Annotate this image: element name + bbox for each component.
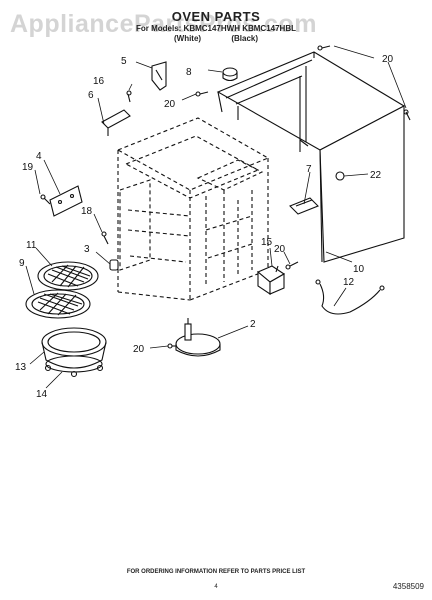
callout-18: 18 xyxy=(81,206,93,217)
callout-10: 10 xyxy=(353,264,365,275)
cover-plate xyxy=(289,197,319,215)
callout-7: 7 xyxy=(306,164,312,175)
callout-19: 19 xyxy=(22,162,34,173)
callout-3: 3 xyxy=(84,244,90,255)
coupler xyxy=(109,259,119,271)
document-part-number: 4358509 xyxy=(392,582,424,591)
callout-2: 2 xyxy=(250,319,256,330)
callout-16: 16 xyxy=(93,76,105,87)
drip-tray xyxy=(41,327,107,378)
callout-20-d: 20 xyxy=(133,344,145,355)
oven-cavity xyxy=(116,117,270,301)
wire-harness xyxy=(315,279,385,315)
watermark: AppliancePartsPros.com xyxy=(10,10,317,38)
variant-black: (Black) xyxy=(231,34,259,43)
page-number: 4 xyxy=(214,584,218,590)
callout-15: 15 xyxy=(261,237,273,248)
variant-white: (White) xyxy=(173,34,202,43)
callout-20-a: 20 xyxy=(164,99,176,110)
outer-cabinet xyxy=(216,51,406,263)
model-line: For Models: KBMC147HWH KBMC147HBL xyxy=(135,24,296,33)
page-title: OVEN PARTS xyxy=(171,9,261,24)
high-voltage-capacitor xyxy=(256,265,286,296)
bracket xyxy=(101,109,131,129)
callout-11: 11 xyxy=(26,240,37,251)
callout-14: 14 xyxy=(36,389,48,400)
callout-9: 9 xyxy=(19,258,25,269)
variant-line: (White) (Black) xyxy=(0,34,432,43)
turntable-rack xyxy=(37,261,99,291)
callout-12: 12 xyxy=(343,277,355,288)
callout-20-c: 20 xyxy=(274,244,286,255)
ordering-note: FOR ORDERING INFORMATION REFER TO PARTS … xyxy=(126,569,306,575)
turntable xyxy=(25,289,91,319)
callout-22: 22 xyxy=(370,170,382,181)
leader-lines xyxy=(25,45,407,389)
turntable-motor xyxy=(175,318,221,357)
callout-4: 4 xyxy=(36,151,42,162)
cord-clamp xyxy=(335,171,345,181)
callout-8: 8 xyxy=(186,67,192,78)
callout-5: 5 xyxy=(121,56,127,67)
callout-13: 13 xyxy=(15,362,27,373)
callout-20-b: 20 xyxy=(382,54,394,65)
foot xyxy=(222,67,238,77)
callout-labels: 5 8 20 16 6 20 4 19 7 22 18 3 15 20 10 1… xyxy=(15,54,394,400)
thermal-cutoff xyxy=(49,185,83,217)
callout-6: 6 xyxy=(88,90,94,101)
